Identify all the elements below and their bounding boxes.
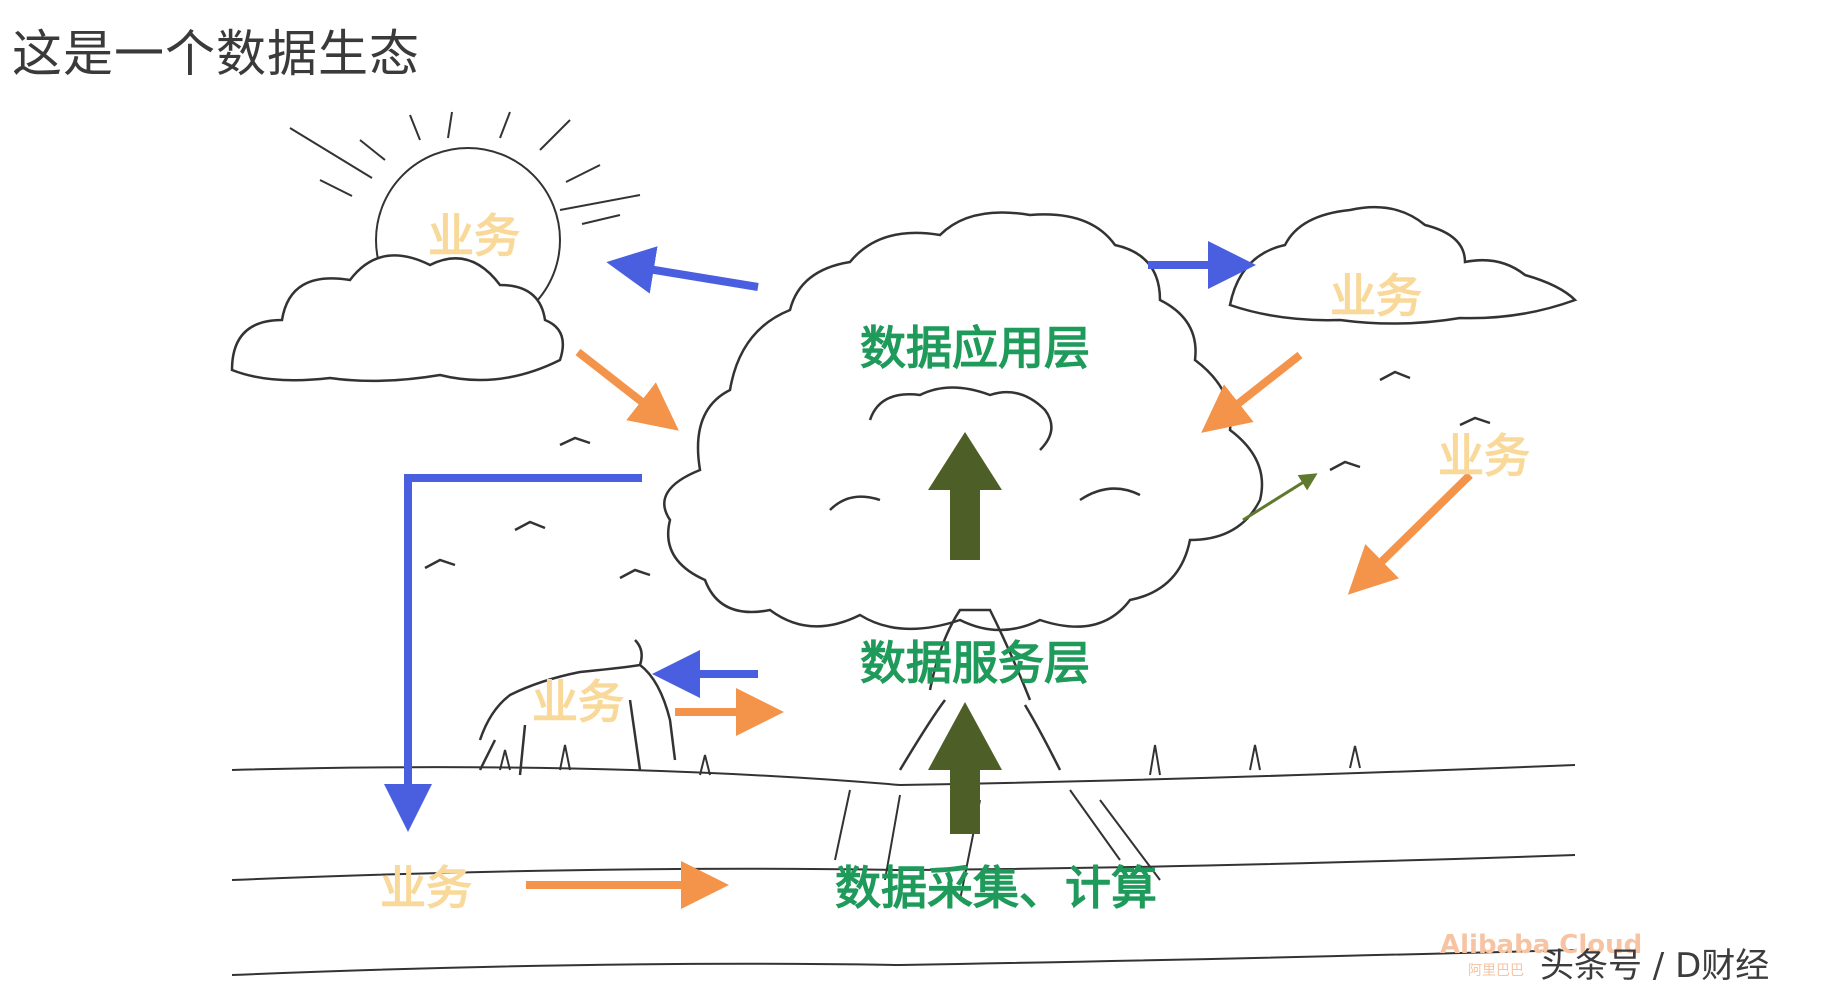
orange-arrow-right-business bbox=[1347, 472, 1473, 595]
alibaba-sub-text: 阿里巴巴 bbox=[1468, 963, 1524, 979]
birds-icon bbox=[424, 370, 1491, 580]
label-business-horse: 业务 bbox=[532, 675, 624, 729]
label-business-right: 业务 bbox=[1438, 429, 1530, 483]
small-arrow-tree bbox=[1242, 473, 1318, 522]
blue-arrow-app-to-sun bbox=[606, 246, 759, 294]
label-data-collection-layer: 数据采集、计算 bbox=[835, 861, 1157, 915]
ground-icon bbox=[231, 744, 1576, 976]
page-title: 这是一个数据生态 bbox=[12, 25, 420, 83]
watermark-toutiao: 头条号 / D财经 bbox=[1540, 938, 1769, 987]
tree-canopy-icon bbox=[663, 211, 1264, 632]
orange-arrow-cloud-to-tree bbox=[1201, 351, 1303, 433]
cloud-right-icon bbox=[1228, 205, 1578, 325]
label-data-application-layer: 数据应用层 bbox=[860, 321, 1090, 375]
label-business-cloud: 业务 bbox=[1330, 269, 1422, 323]
watermark-alibaba-cloud: Alibaba Cloud bbox=[1440, 930, 1642, 960]
cloud-left-icon bbox=[230, 254, 565, 383]
orange-arrow-sun-to-tree bbox=[575, 348, 679, 431]
alibaba-logo-text: Alibaba Cloud bbox=[1440, 930, 1643, 960]
green-up-arrow-lower bbox=[928, 702, 1002, 834]
toutiao-text: 头条号 / D财经 bbox=[1540, 946, 1770, 986]
label-data-service-layer: 数据服务层 bbox=[860, 636, 1090, 690]
green-up-arrow-upper bbox=[928, 432, 1002, 560]
blue-arrow-tree-to-ground bbox=[384, 474, 642, 832]
label-business-sun: 业务 bbox=[428, 209, 520, 263]
label-business-ground: 业务 bbox=[380, 861, 472, 915]
watermark-alibaba-sub: 阿里巴巴 bbox=[1468, 960, 1524, 980]
tree-trunk-icon bbox=[898, 608, 1062, 771]
